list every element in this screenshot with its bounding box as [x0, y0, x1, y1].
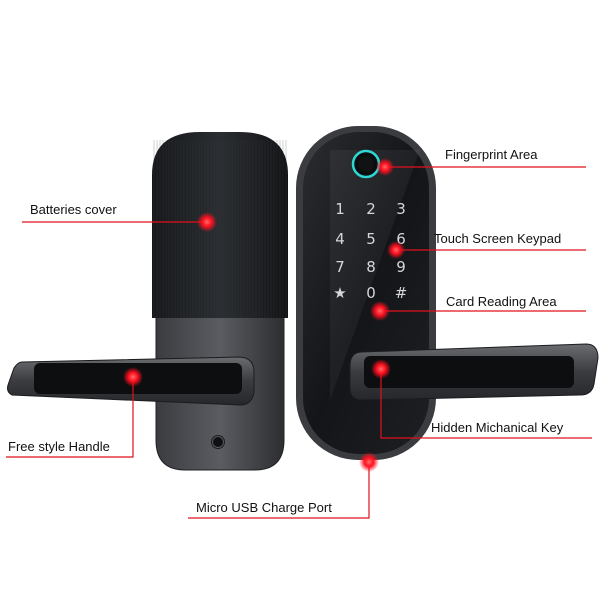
keypad-key-9[interactable]: 9 — [396, 258, 406, 276]
front-unit-glare — [330, 150, 420, 400]
right-handle — [349, 343, 599, 401]
keypad-key-2[interactable]: 2 — [366, 200, 376, 218]
keypad-key-3[interactable]: 3 — [396, 200, 406, 218]
keypad-key-0[interactable]: 0 — [366, 284, 376, 302]
callout-dot-card — [370, 301, 390, 321]
keypad-key-5[interactable]: 5 — [366, 230, 376, 248]
callout-line-hidden-key — [380, 369, 592, 439]
keypad-key-star[interactable]: ★ — [333, 284, 346, 302]
right-handle-inlay — [364, 356, 574, 388]
label-fingerprint-area: Fingerprint Area — [445, 147, 538, 162]
keypad-key-hash[interactable]: # — [395, 284, 408, 302]
callout-line-usb — [188, 462, 370, 519]
keypad-key-6[interactable]: 6 — [396, 230, 406, 248]
usb-port-rim — [211, 435, 225, 449]
back-unit — [152, 132, 288, 471]
label-usb-port: Micro USB Charge Port — [196, 500, 332, 515]
label-touch-screen-keypad: Touch Screen Keypad — [434, 231, 562, 246]
label-batteries-cover: Batteries cover — [30, 202, 117, 217]
keypad-key-8[interactable]: 8 — [366, 258, 376, 276]
callout-dots — [123, 158, 405, 472]
label-hidden-key: Hidden Michanical Key — [431, 420, 564, 435]
label-free-style-handle: Free style Handle — [8, 439, 110, 454]
callout-dot-usb — [359, 452, 379, 472]
callout-line-handle — [6, 377, 134, 458]
touch-keypad: 1 2 3 4 5 6 7 8 9 ★ 0 # — [333, 200, 407, 302]
batteries-cover-texture — [152, 140, 288, 318]
callout-dot-batteries — [197, 212, 217, 232]
callout-lines — [6, 166, 592, 519]
keypad-key-7[interactable]: 7 — [335, 258, 345, 276]
callout-dot-hidden-key — [371, 359, 391, 379]
callout-dot-fingerprint — [376, 158, 394, 176]
callout-dot-keypad — [387, 241, 405, 259]
keypad-key-4[interactable]: 4 — [335, 230, 345, 248]
fingerprint-sensor-pad — [358, 156, 374, 172]
callout-dot-handle — [123, 367, 143, 387]
keypad-key-1[interactable]: 1 — [335, 200, 345, 218]
usb-port-hole — [213, 437, 223, 447]
label-card-reading-area: Card Reading Area — [446, 294, 557, 309]
